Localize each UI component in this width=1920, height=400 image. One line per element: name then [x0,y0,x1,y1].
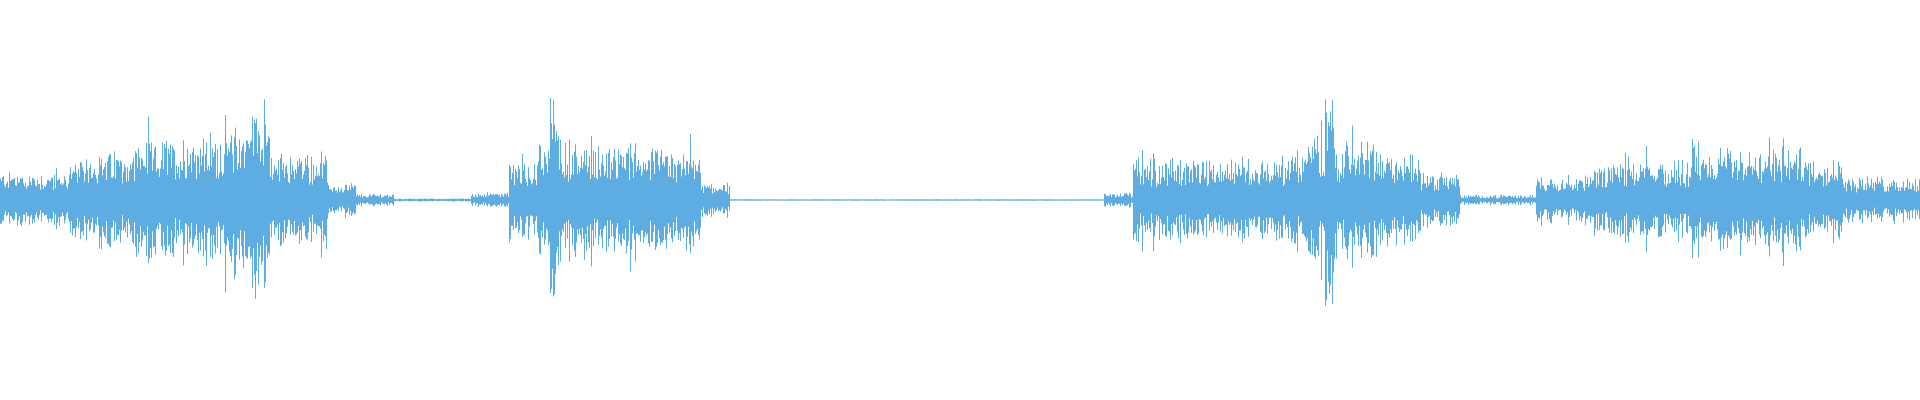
waveform-bars [0,98,1920,306]
